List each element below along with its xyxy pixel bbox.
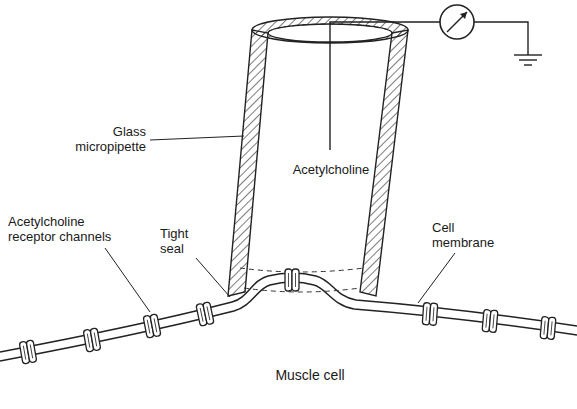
meter-needle-head (460, 12, 467, 19)
seal-label: Tight seal (160, 226, 212, 256)
ground-wire (474, 22, 528, 55)
receptor-channel (540, 316, 556, 339)
leader-line (418, 253, 455, 303)
receptor-channel (285, 269, 299, 291)
receptor-channel (143, 314, 161, 338)
ground-symbol (519, 59, 537, 60)
channel-label: Acetylcholine receptor channels (8, 214, 126, 244)
receptor-channels (19, 269, 556, 364)
receptor-channel (482, 309, 498, 332)
receptor-channel (19, 340, 37, 364)
ground-symbol (524, 64, 532, 65)
current-meter (440, 5, 474, 39)
receptor-channel (83, 328, 101, 352)
pipette-dashed-rim (240, 268, 364, 272)
cell-label: Muscle cell (250, 368, 370, 383)
receptor-channel (196, 302, 214, 326)
solution-label: Acetylcholine (276, 162, 386, 177)
pipette-dashed-rim (244, 288, 360, 292)
ground-symbol (514, 54, 542, 55)
receptor-channel (422, 303, 438, 326)
leader-line (196, 258, 230, 297)
pipette-label: Glass micropipette (60, 124, 146, 154)
membrane-label: Cell membrane (432, 220, 502, 250)
electrode-wire (330, 22, 440, 150)
leader-line (105, 248, 150, 312)
pipette-wall (228, 30, 268, 296)
cell-membrane-inner (0, 282, 577, 361)
leader-line (150, 136, 244, 140)
meter-needle (447, 12, 467, 32)
